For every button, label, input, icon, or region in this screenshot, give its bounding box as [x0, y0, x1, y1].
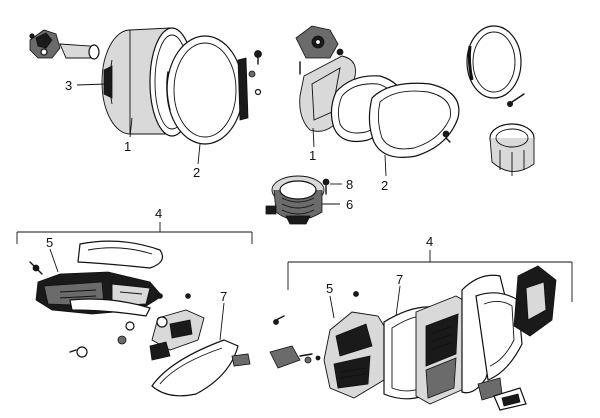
left-trim-ring — [166, 35, 249, 145]
callout-left-headlight-2: 2 — [193, 165, 200, 180]
right-bulb-socket — [295, 25, 344, 75]
right-rim-screw — [506, 93, 525, 108]
right-headlight-assembly — [295, 25, 535, 176]
left-headlight-assembly — [29, 27, 262, 145]
left-headlight-leaders — [76, 83, 201, 165]
callout-labels: 1 2 3 1 2 8 6 4 5 7 4 5 7 — [46, 78, 433, 304]
callout-left-tail-7: 7 — [220, 289, 227, 304]
right-tail-leaders — [329, 285, 401, 319]
left-bulb-socket — [29, 29, 100, 60]
left-tail-leaders — [49, 248, 225, 341]
left-tail-bracket — [16, 222, 253, 244]
callout-left-tail-group-4: 4 — [155, 206, 162, 221]
callout-left-headlight-1: 1 — [124, 139, 131, 154]
left-screws — [248, 50, 262, 96]
left-tail-light-assembly — [29, 240, 251, 397]
callout-right-headlight-2: 2 — [381, 178, 388, 193]
right-headlight-leaders — [312, 127, 387, 205]
callout-right-headlight-1: 1 — [309, 148, 316, 163]
callout-left-headlight-3: 3 — [65, 78, 72, 93]
callout-right-socket-8: 8 — [346, 177, 353, 192]
callout-right-tail-group-4: 4 — [426, 234, 433, 249]
right-outer-rim — [368, 82, 460, 158]
right-tail-bracket — [287, 250, 573, 302]
callout-right-tail-7: 7 — [396, 272, 403, 287]
right-tail-light-assembly — [269, 265, 557, 411]
right-socket-spring-group — [265, 175, 330, 225]
callout-left-tail-5: 5 — [46, 235, 53, 250]
spare-round-rim — [466, 25, 522, 99]
callout-right-tail-5: 5 — [326, 281, 333, 296]
callout-right-socket-6: 6 — [346, 197, 353, 212]
headlight-sleeve — [489, 123, 535, 176]
